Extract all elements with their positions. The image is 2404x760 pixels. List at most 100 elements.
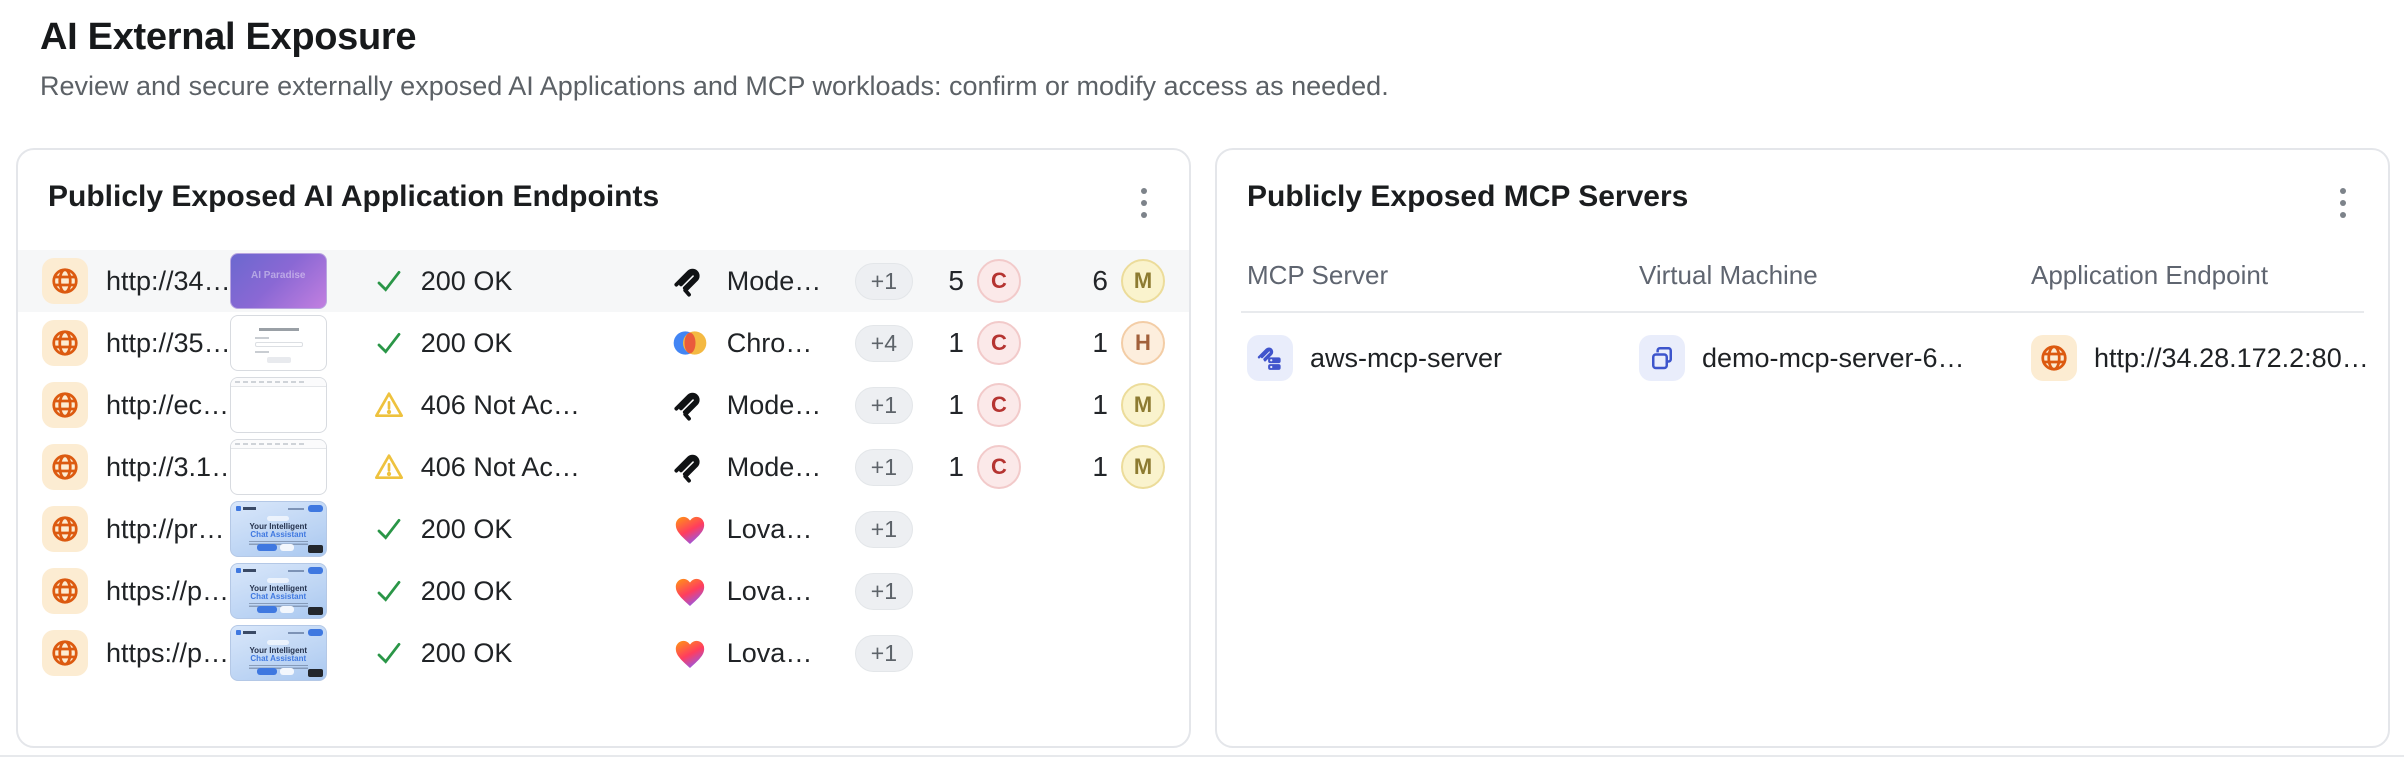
endpoint-url: http://pr… xyxy=(106,513,225,544)
thumbnail-label: AI Paradise xyxy=(251,270,306,281)
endpoint-thumbnail xyxy=(229,439,327,495)
check-icon xyxy=(377,270,401,292)
critical-count-cell: 1 C xyxy=(913,383,1021,427)
more-models-pill: +1 xyxy=(854,262,913,300)
application-endpoint-cell: http://34.28.172.2:80… xyxy=(2031,335,2369,381)
mcp-server-icon xyxy=(1247,335,1293,381)
critical-count: 1 xyxy=(948,451,964,482)
severity-count-cell: 6 M xyxy=(1057,259,1165,303)
ai-endpoints-card-header: Publicly Exposed AI Application Endpoint… xyxy=(42,176,1165,224)
model-name: Lova… xyxy=(726,575,813,606)
severity-count-cell: 1 M xyxy=(1057,383,1165,427)
severity-count: 1 xyxy=(1092,389,1108,420)
severity-count: 1 xyxy=(1092,451,1108,482)
endpoint-row[interactable]: http://34… AI Paradise 200 OK Mode… +1 5 xyxy=(18,250,1189,312)
critical-badge: C xyxy=(977,445,1021,489)
critical-count-cell: 5 C xyxy=(913,259,1021,303)
status-cell: 406 Not Ac… xyxy=(373,451,625,483)
more-models-pill: +1 xyxy=(854,572,913,610)
endpoint-row[interactable]: https://p… Your Intelligent Chat Assista… xyxy=(18,622,1189,684)
application-endpoint-url: http://34.28.172.2:80… xyxy=(2094,342,2369,373)
medium-badge: M xyxy=(1121,383,1165,427)
endpoint-row[interactable]: http://ec… 406 Not Ac… Mode… +1 1 xyxy=(18,374,1189,436)
mcp-server-row[interactable]: aws-mcp-server demo-mcp-server-6… http:/… xyxy=(1241,313,2369,381)
status-cell: 200 OK xyxy=(373,637,625,669)
mcp-server-name: aws-mcp-server xyxy=(1310,342,1503,373)
severity-count-cell: 1 M xyxy=(1057,445,1165,489)
column-header-application-endpoint: Application Endpoint xyxy=(2031,260,2269,290)
endpoint-thumbnail: Your Intelligent Chat Assistant xyxy=(229,501,327,557)
cards-container: Publicly Exposed AI Application Endpoint… xyxy=(16,148,2390,748)
critical-count: 5 xyxy=(948,265,964,296)
page-subtitle: Review and secure externally exposed AI … xyxy=(40,71,1389,101)
model-name: Chro… xyxy=(726,327,813,358)
thumbnail-subheading: Chat Assistant xyxy=(250,592,307,601)
status-cell: 200 OK xyxy=(373,265,625,297)
kebab-menu-icon[interactable] xyxy=(2330,182,2356,224)
thumbnail-heading: Your Intelligent xyxy=(249,522,308,531)
model-cell: Mode… +1 xyxy=(669,384,913,426)
endpoint-url: http://ec… xyxy=(106,389,230,420)
critical-badge: C xyxy=(977,383,1021,427)
lovable-heart-icon xyxy=(669,508,711,550)
column-header-virtual-machine: Virtual Machine xyxy=(1639,260,1818,290)
mcp-servers-card: Publicly Exposed MCP Servers MCP Server … xyxy=(1215,148,2390,748)
model-cell: Lova… +1 xyxy=(669,632,913,674)
globe-icon xyxy=(42,444,88,490)
endpoint-row[interactable]: http://35… 200 OK Chro… +4 1 C xyxy=(18,312,1189,374)
status-text: 406 Not Ac… xyxy=(420,389,580,420)
globe-icon xyxy=(42,382,88,428)
ai-endpoints-card: Publicly Exposed AI Application Endpoint… xyxy=(16,148,1191,748)
check-icon xyxy=(377,642,401,664)
page-header: AI External Exposure Review and secure e… xyxy=(0,0,2404,102)
status-cell: 200 OK xyxy=(373,327,625,359)
status-text: 200 OK xyxy=(420,327,513,358)
endpoint-url: http://3.1… xyxy=(106,451,230,482)
mcp-server-cell: aws-mcp-server xyxy=(1247,335,1639,381)
severity-count: 6 xyxy=(1092,265,1108,296)
model-name: Mode… xyxy=(726,451,822,482)
critical-count: 1 xyxy=(948,389,964,420)
model-name: Lova… xyxy=(726,637,813,668)
endpoint-url: https://p… xyxy=(106,575,230,606)
endpoint-thumbnail xyxy=(229,377,327,433)
status-cell: 200 OK xyxy=(373,575,625,607)
endpoint-thumbnail: Your Intelligent Chat Assistant xyxy=(229,625,327,681)
endpoint-url: http://34… xyxy=(106,265,230,296)
endpoint-row[interactable]: https://p… Your Intelligent Chat Assista… xyxy=(18,560,1189,622)
globe-icon xyxy=(42,506,88,552)
more-models-pill: +1 xyxy=(854,634,913,672)
mcp-table: MCP Server Virtual Machine Application E… xyxy=(1241,260,2369,381)
model-cell: Mode… +1 xyxy=(669,260,913,302)
globe-icon xyxy=(42,320,88,366)
critical-badge: C xyxy=(977,259,1021,303)
model-cell: Lova… +1 xyxy=(669,508,913,550)
more-models-pill: +4 xyxy=(854,324,913,362)
model-name: Mode… xyxy=(726,265,822,296)
mcp-table-header: MCP Server Virtual Machine Application E… xyxy=(1241,260,2364,313)
lovable-heart-icon xyxy=(669,632,711,674)
mcp-servers-card-header: Publicly Exposed MCP Servers xyxy=(1241,176,2364,224)
endpoint-url: http://35… xyxy=(106,327,230,358)
model-name: Mode… xyxy=(726,389,822,420)
kebab-menu-icon[interactable] xyxy=(1131,182,1157,224)
globe-icon xyxy=(2031,335,2077,381)
ai-endpoints-card-title: Publicly Exposed AI Application Endpoint… xyxy=(48,180,660,213)
endpoint-row[interactable]: http://pr… Your Intelligent Chat Assista… xyxy=(18,498,1189,560)
virtual-machine-name: demo-mcp-server-6… xyxy=(1702,342,1965,373)
status-text: 200 OK xyxy=(420,513,513,544)
model-cell: Lova… +1 xyxy=(669,570,913,612)
mcp-logo-icon xyxy=(669,260,711,302)
status-text: 200 OK xyxy=(420,575,513,606)
endpoint-thumbnail xyxy=(229,315,327,371)
endpoint-row[interactable]: http://3.1… 406 Not Ac… Mode… +1 1 xyxy=(18,436,1189,498)
column-header-mcp-server: MCP Server xyxy=(1247,260,1389,290)
thumbnail-heading: Your Intelligent xyxy=(249,646,308,655)
more-models-pill: +1 xyxy=(854,448,913,486)
critical-count-cell: 1 C xyxy=(913,445,1021,489)
status-cell: 200 OK xyxy=(373,513,625,545)
medium-badge: M xyxy=(1121,445,1165,489)
check-icon xyxy=(377,332,401,354)
status-cell: 406 Not Ac… xyxy=(373,389,625,421)
virtual-machine-icon xyxy=(1639,335,1685,381)
